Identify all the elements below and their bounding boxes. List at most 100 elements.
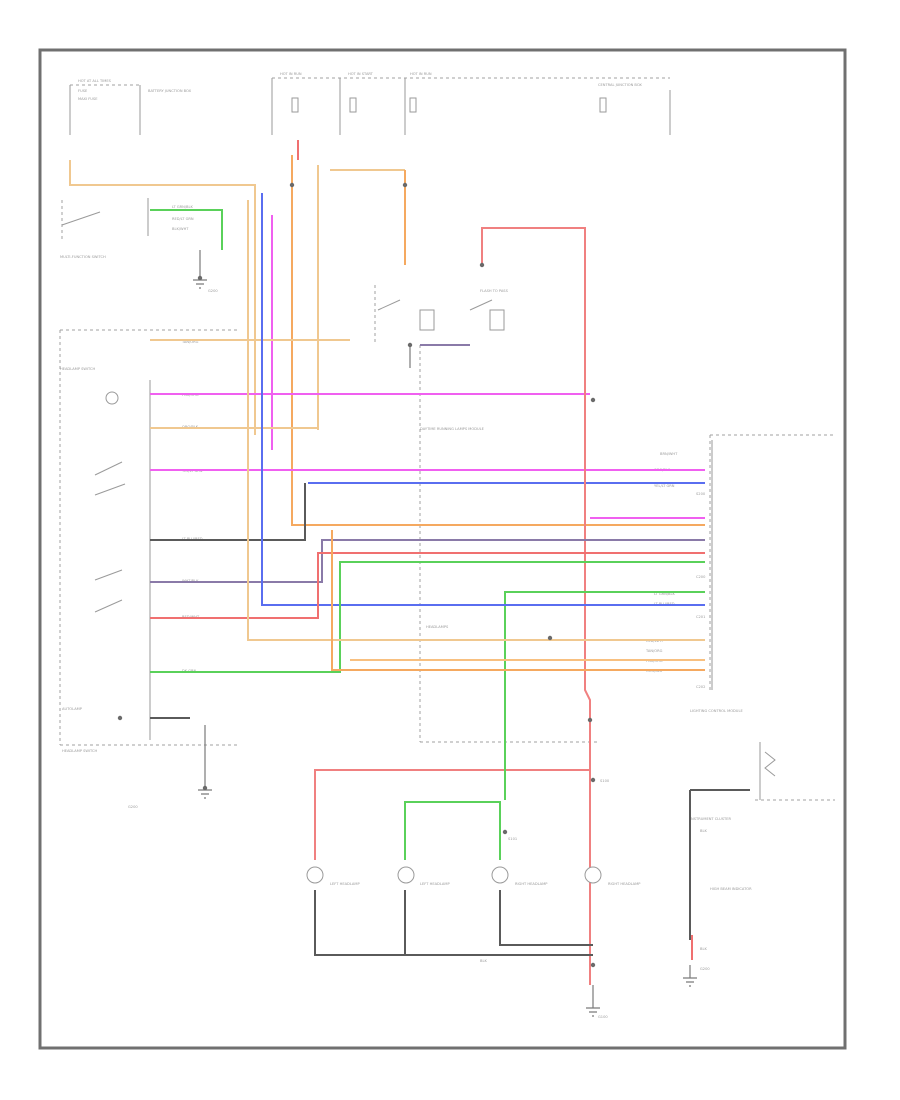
label-s200: S100 [600,779,610,783]
wire-pink-row [150,552,705,619]
diagram-frame [38,48,847,1050]
splice-dot-9 [407,342,413,348]
splice-dot-3 [590,397,596,403]
wire-green-dk [150,561,705,673]
label-hot-at-all-times: HOT AT ALL TIMES [78,79,112,83]
splice-dot-4 [590,777,596,783]
headlamps [306,866,602,884]
connector-c200: S200 [696,492,706,496]
power-distribution-area [69,77,671,135]
fuse-2-icon [349,97,357,113]
splice-dot-11 [202,785,208,791]
label-autolamp: AUTOLAMP [62,707,83,711]
connector-c201: C200 [696,575,706,579]
splice-dot-7 [587,717,593,723]
wire-runs [69,140,750,985]
label-maxi-fuse: MAXI FUSE [78,97,98,101]
label-g100: G100 [598,1015,608,1019]
wire-label-blk-wht: BLK/WHT [172,227,189,231]
wire-label-yel-lt-grn-r: YEL/LT GRN [654,484,675,488]
label-instrument-cluster: INSTRUMENT CLUSTER [690,817,731,821]
label-s101: S101 [508,837,517,841]
connector-c202: C201 [696,615,705,619]
wire-label-lt-grn-blk-r: LT GRN/BLK [654,592,675,596]
label-left-headlamp-2: LEFT HEADLAMP [420,882,450,886]
connector-c203: C202 [696,685,705,689]
wire-green-vertical [504,591,705,800]
ground-symbol-g100 [586,985,600,1017]
wire-label-tan-org: TAN/ORG [181,340,199,344]
wire-label-red-lt-grn: RED/LT GRN [172,217,194,221]
fuse-3-icon [409,97,417,113]
label-fuse-a: FUSE [78,89,88,93]
label-hot-in-run-2: HOT IN RUN [410,72,432,76]
label-headlamp-switch-2: HEADLAMP SWITCH [62,749,98,753]
wire-label-brn-wht: BRN/WHT [660,452,678,456]
splice-dot-6 [590,962,596,968]
wire-dark-ground [314,890,593,956]
label-lighting-control-module: LIGHTING CONTROL MODULE [690,709,743,713]
right-headlamp-bulb-icon [584,866,602,884]
splice-dot-1 [289,182,295,188]
label-central-jb: CENTRAL JUNCTION BOX [598,83,642,87]
ground-symbol-g200-a [193,250,207,289]
wire-red-lamps [314,769,590,860]
splice-dot-12 [547,635,553,641]
splice-dot-13 [117,715,123,721]
wire-label-blk-ground: BLK [480,959,487,963]
connector-labels: S200 C200 C201 C202 [696,492,706,689]
label-right-headlamp-2: RIGHT HEADLAMP [608,882,641,886]
relay-coil-2 [489,309,505,331]
wire-red-big-loop [481,227,591,985]
label-drl-module: DAYTIME RUNNING LAMPS MODULE [420,427,485,431]
left-headlamp-bulb-icon [306,866,324,884]
relay-coil-1 [419,309,435,331]
wire-green-multi [150,209,223,250]
wire-label-lt-grn-blk: LT GRN/BLK [172,205,193,209]
label-headlamp-switch: HEADLAMP SWITCH [60,367,96,371]
headlamp-switch-light-icon [105,391,119,405]
wire-dark-row [150,483,306,541]
wire-gray-row [150,539,705,583]
label-battery-jb: BATTERY JUNCTION BOX [148,89,192,93]
wire-label-tan-org-r: TAN/ORG [645,649,663,653]
splice-points [117,182,596,968]
wire-dark-cluster [689,789,750,940]
ground-symbol-g200-c [683,965,697,987]
label-hot-in-start: HOT IN START [348,72,374,76]
label-flash-to-pass: FLASH TO PASS [480,289,509,293]
label-high-beam-indicator: HIGH BEAM INDICATOR [710,887,752,891]
wire-green-lamps [404,801,501,860]
wire-orange-mid [331,530,705,671]
label-right-headlamp: RIGHT HEADLAMP [515,882,548,886]
wire-tan-low [247,200,705,641]
label-g200-b: G200 [128,805,138,809]
label-left-headlamp: LEFT HEADLAMP [330,882,360,886]
fuse-1-icon [291,97,299,113]
grounds [193,250,697,1017]
multifunction-switch-contact [61,211,101,226]
splice-dot-8 [479,262,485,268]
wire-label-blk-cluster: BLK [700,829,707,833]
wire-labels: LT GRN/BLK RED/LT GRN BLK/WHT TAN/ORG PN… [172,205,707,963]
label-blocks: HOT AT ALL TIMES FUSE MAXI FUSE BATTERY … [60,72,752,1019]
right-high-beam-bulb-icon [491,866,509,884]
label-left-right-headlamps: HEADLAMPS [426,625,449,629]
splice-dot-10 [197,275,203,281]
splice-dot-2 [402,182,408,188]
high-beam-indicator-icon [764,751,776,777]
splice-dot-5 [502,829,508,835]
label-g200-c: G200 [700,967,710,971]
wire-orange-fuse-down [291,155,705,526]
label-g200-a: G200 [208,289,218,293]
label-multifunction-switch: MULTI-FUNCTION SWITCH [60,255,106,259]
wire-blue-row2 [261,193,705,606]
fuse-4-icon [599,97,607,113]
wire-orange-top-feed [69,160,256,435]
components [59,198,835,801]
label-hot-in-run: HOT IN RUN [280,72,302,76]
left-high-beam-bulb-icon [397,866,415,884]
wire-label-blk-cluster-2: BLK [700,947,707,951]
